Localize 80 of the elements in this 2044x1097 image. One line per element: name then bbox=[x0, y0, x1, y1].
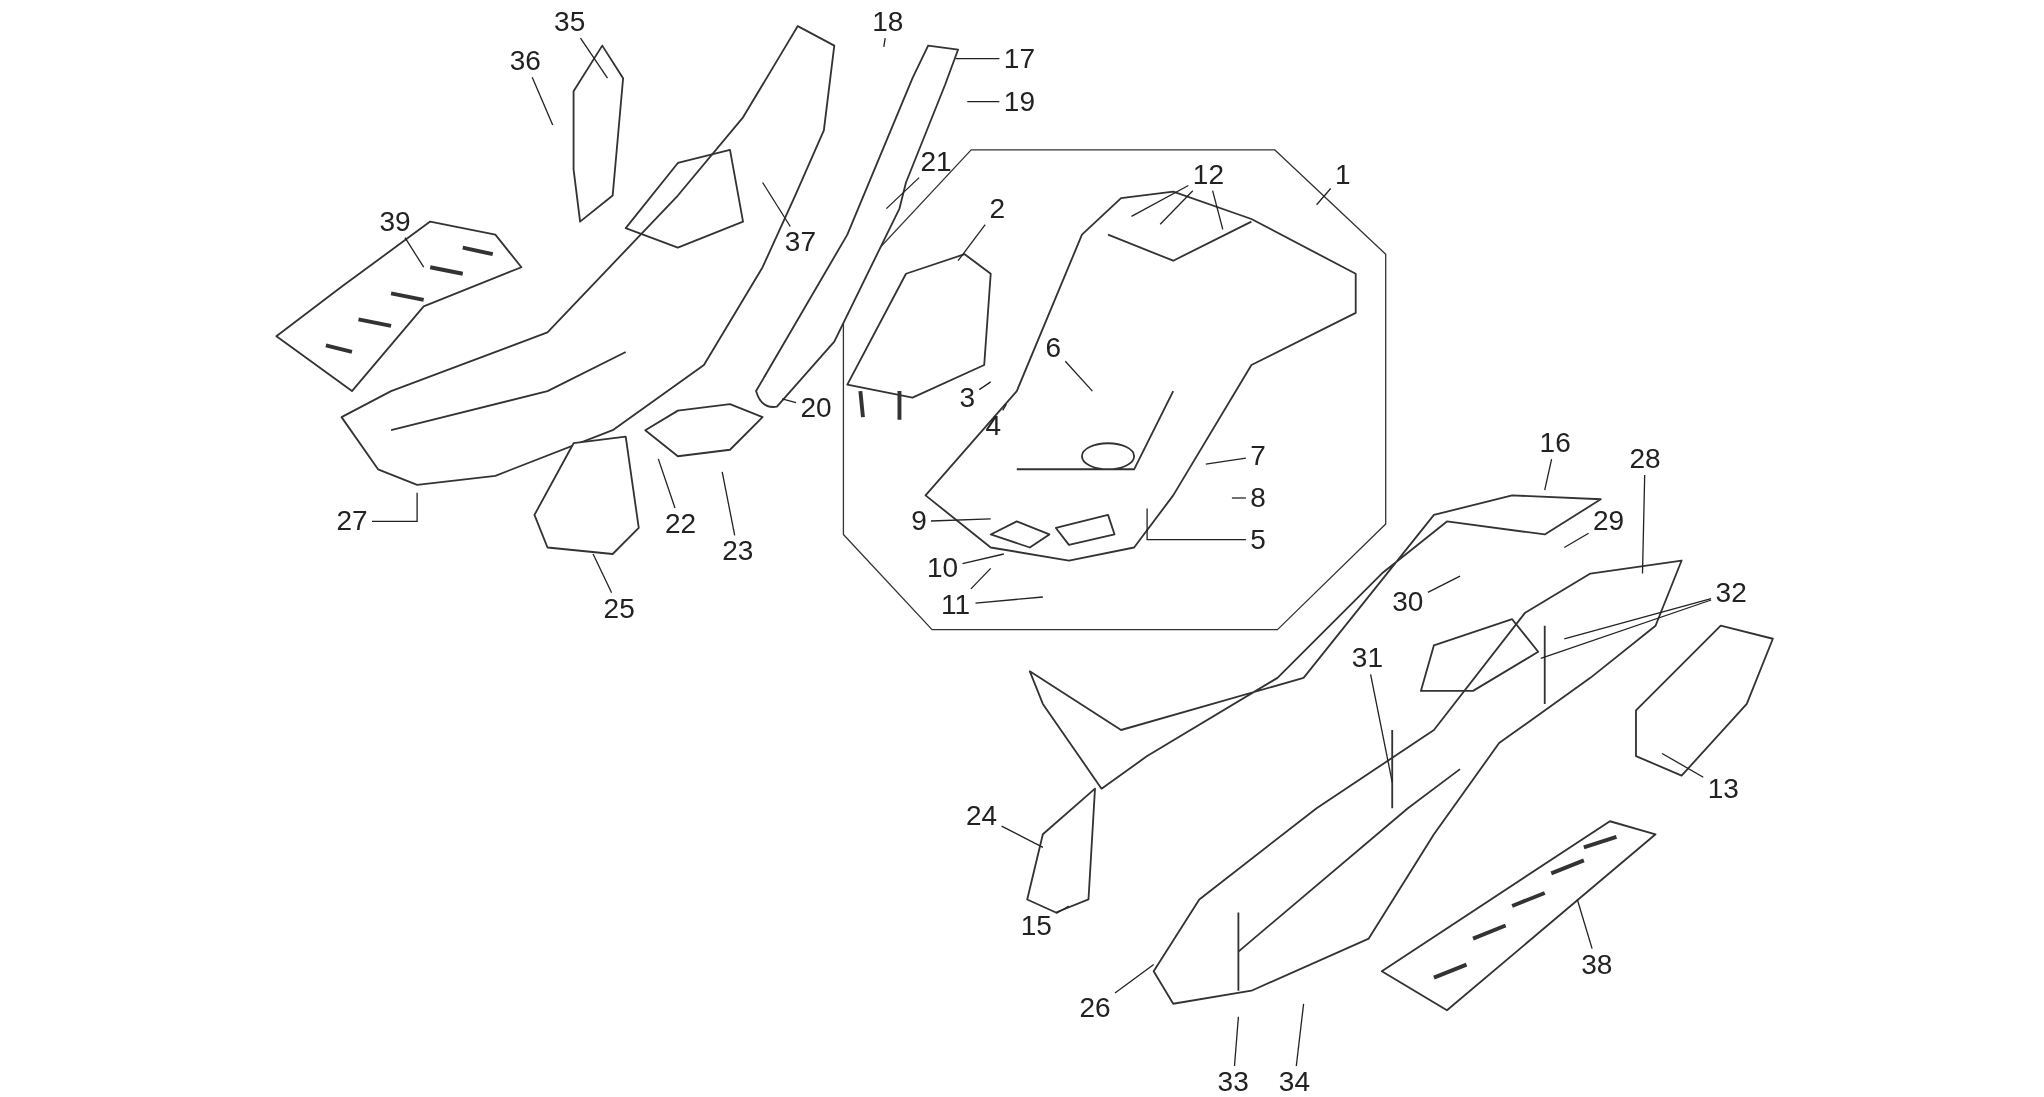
leader-line bbox=[974, 596, 1044, 604]
leader-line bbox=[966, 101, 1001, 103]
leader-line bbox=[883, 37, 886, 48]
leader-line bbox=[1146, 507, 1247, 541]
callout-number: 21 bbox=[920, 147, 952, 176]
callout-number: 15 bbox=[1020, 911, 1052, 940]
leader-line bbox=[1641, 474, 1646, 575]
leader-line bbox=[1064, 360, 1094, 392]
leader-line bbox=[404, 236, 425, 268]
callout-number: 8 bbox=[1250, 483, 1266, 512]
leader-line bbox=[1055, 905, 1070, 915]
leader-line bbox=[1369, 673, 1393, 783]
leader-line bbox=[1295, 1003, 1305, 1067]
callout-number: 3 bbox=[959, 383, 976, 412]
callout-number: 11 bbox=[941, 590, 971, 619]
leader-line bbox=[579, 37, 609, 79]
leader-line bbox=[657, 458, 676, 509]
leader-line bbox=[1576, 898, 1593, 950]
callout-number: 34 bbox=[1278, 1067, 1310, 1096]
leader-line bbox=[930, 518, 992, 522]
callout-number: 16 bbox=[1539, 429, 1571, 458]
leader-line bbox=[1000, 825, 1044, 848]
callout-number: 36 bbox=[509, 47, 541, 76]
leader-line bbox=[781, 398, 797, 404]
leader-line bbox=[721, 471, 736, 537]
leader-line bbox=[1233, 1016, 1240, 1067]
leader-line bbox=[1159, 190, 1194, 225]
callout-number: 32 bbox=[1715, 579, 1747, 608]
leader-line bbox=[592, 553, 613, 594]
callout-number: 37 bbox=[784, 228, 816, 257]
callout-number: 30 bbox=[1392, 588, 1424, 617]
callout-number: 38 bbox=[1581, 950, 1613, 979]
callout-number: 9 bbox=[911, 507, 927, 536]
callout-number: 35 bbox=[554, 8, 586, 37]
leader-line bbox=[1563, 532, 1590, 549]
leader-line bbox=[957, 223, 986, 262]
callout-number: 33 bbox=[1217, 1067, 1249, 1096]
callout-number: 24 bbox=[966, 802, 998, 831]
leader-line bbox=[1114, 963, 1155, 994]
leader-line bbox=[371, 492, 418, 523]
leader-line bbox=[1231, 497, 1247, 499]
leader-line bbox=[1315, 187, 1332, 206]
leader-line bbox=[531, 76, 554, 126]
leader-line bbox=[1661, 752, 1704, 778]
leader-line bbox=[1002, 403, 1008, 411]
leader-line bbox=[961, 553, 1005, 565]
callout-number: 25 bbox=[603, 594, 635, 623]
callout-number: 27 bbox=[336, 507, 368, 536]
callout-number: 26 bbox=[1079, 993, 1111, 1022]
leader-line bbox=[1427, 575, 1461, 593]
callout-number: 31 bbox=[1351, 644, 1383, 673]
callout-number: 12 bbox=[1192, 160, 1224, 189]
leader-line bbox=[1563, 597, 1712, 640]
leader-line bbox=[954, 58, 1001, 60]
callout-number: 20 bbox=[800, 394, 832, 422]
leader-line bbox=[970, 567, 992, 590]
callout-number: 22 bbox=[664, 510, 697, 539]
callout-number: 18 bbox=[872, 8, 904, 37]
callout-number: 23 bbox=[722, 537, 754, 566]
callout-number: 39 bbox=[379, 207, 411, 236]
callout-number: 6 bbox=[1045, 334, 1062, 363]
callout-number: 19 bbox=[1003, 87, 1035, 116]
callout-number: 4 bbox=[985, 412, 1002, 441]
callout-number: 17 bbox=[1003, 44, 1035, 73]
callout-number: 10 bbox=[926, 554, 959, 583]
callout-number: 1 bbox=[1334, 160, 1351, 189]
leader-line bbox=[1544, 458, 1553, 491]
leader-line bbox=[885, 176, 920, 210]
callout-number: 2 bbox=[989, 194, 1005, 223]
leader-line bbox=[1205, 457, 1247, 465]
leader-line bbox=[1130, 184, 1190, 218]
callout-number: 5 bbox=[1250, 525, 1266, 554]
leader-line bbox=[1540, 599, 1712, 659]
leader-line bbox=[978, 381, 992, 391]
callout-number: 28 bbox=[1629, 444, 1661, 473]
leader-line bbox=[761, 181, 791, 228]
callout-number: 7 bbox=[1250, 442, 1266, 471]
callout-number: 13 bbox=[1707, 774, 1739, 803]
leader-line bbox=[1211, 190, 1224, 231]
callout-number: 29 bbox=[1593, 507, 1625, 536]
